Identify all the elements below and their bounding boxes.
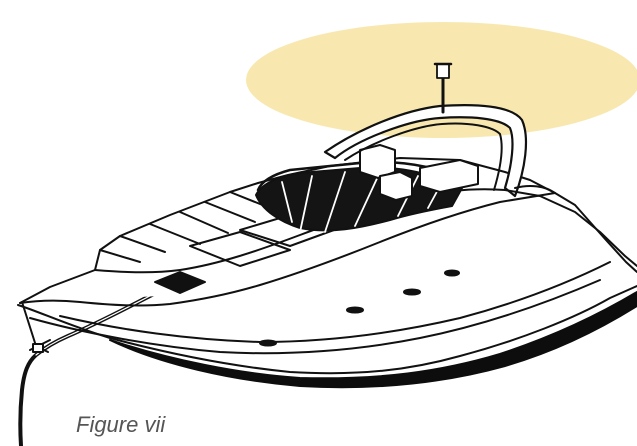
- bow-cleat: [33, 344, 43, 352]
- figure-caption: Figure vii: [76, 413, 165, 437]
- anchor-light: [437, 64, 449, 78]
- helm-seat: [380, 172, 412, 200]
- porthole-3: [404, 290, 420, 295]
- sheer-line: [18, 286, 637, 373]
- porthole-1: [260, 341, 276, 346]
- porthole-2: [347, 308, 363, 313]
- porthole-4: [445, 271, 459, 276]
- hull-bottom-shadow: [110, 292, 637, 387]
